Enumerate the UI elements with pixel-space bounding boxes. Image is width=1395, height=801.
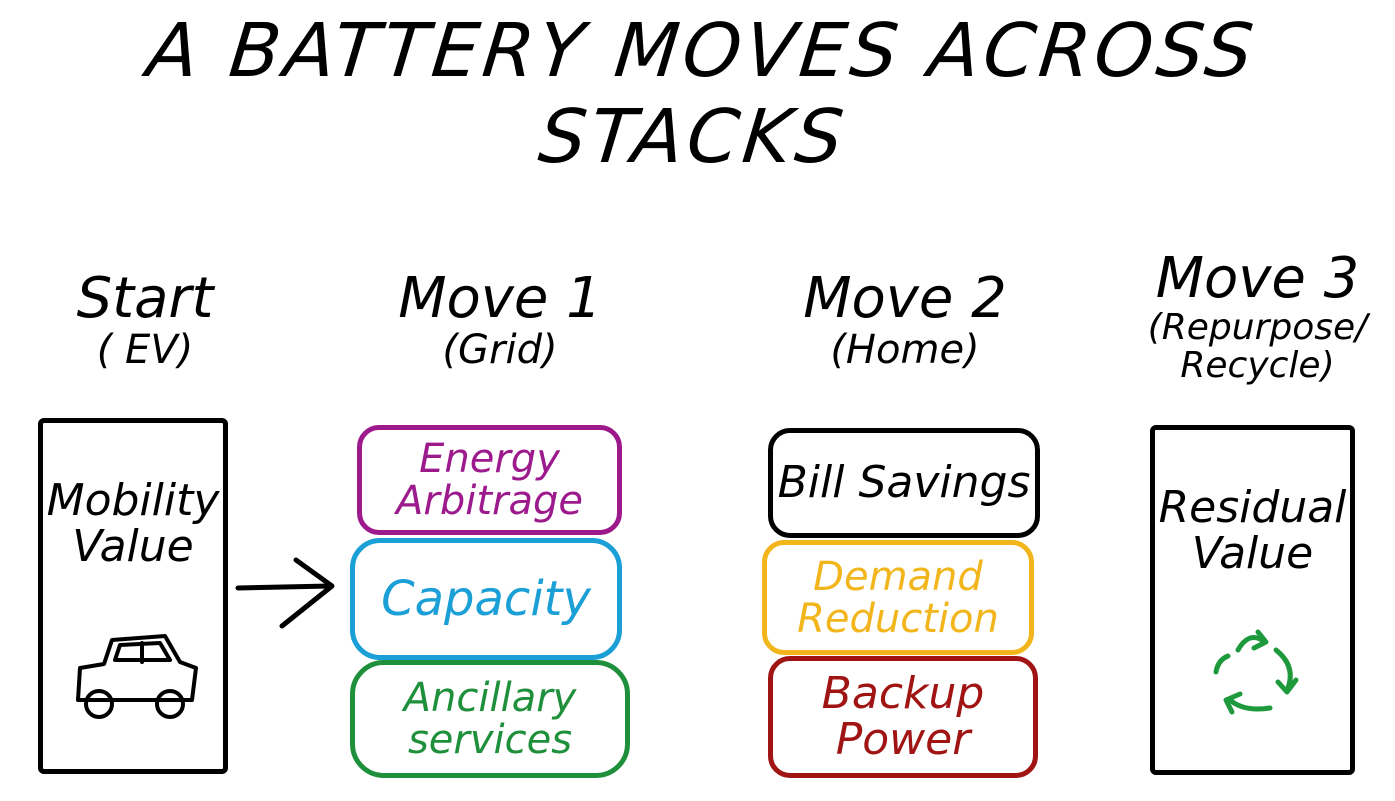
reduction-label: Reduction [797, 595, 999, 642]
move1-heading-label: Move 1 [398, 266, 602, 331]
residual-value-label: Value [1191, 528, 1314, 580]
car-icon [76, 634, 198, 719]
capacity-box: Capacity [350, 538, 622, 660]
start-heading-label: Start [76, 266, 214, 331]
move1-subheading-label: (Grid) [442, 326, 558, 373]
demand-label: Demand [813, 553, 983, 600]
services-label: services [407, 717, 573, 763]
residual-label: Residual [1158, 482, 1347, 533]
energy-arbitrage-box: Energy Arbitrage [357, 425, 622, 535]
mobility-value-box: Mobility Value [38, 418, 228, 774]
backup-power-box: Backup Power [768, 656, 1038, 778]
backup-label: Backup [821, 667, 985, 719]
recycle-icon [1213, 629, 1299, 715]
start-subheading-label: ( EV) [96, 326, 194, 373]
move2-subheading-label: (Home) [830, 326, 980, 373]
demand-reduction-box: Demand Reduction [762, 540, 1034, 655]
residual-value-box: Residual Value [1150, 425, 1355, 775]
ancillary-label: Ancillary [403, 675, 577, 721]
capacity-label: Capacity [381, 570, 591, 627]
bill-savings-box: Bill Savings [768, 428, 1040, 538]
arbitrage-label: Arbitrage [396, 478, 583, 524]
move1-heading: Move 1 (Grid) [395, 266, 605, 373]
arrow-right-icon [235, 557, 335, 629]
move3-subheading-line2: Recycle) [1180, 344, 1335, 386]
move3-subheading-line1: (Repurpose/ [1147, 306, 1368, 348]
move3-heading-label: Move 3 [1155, 246, 1360, 311]
value-label: Value [72, 521, 194, 573]
ancillary-services-box: Ancillary services [350, 660, 630, 778]
move2-heading: Move 2 (Home) [800, 266, 1010, 373]
bill-savings-label: Bill Savings [777, 456, 1031, 508]
move3-heading: Move 3 (Repurpose/ Recycle) [1125, 246, 1390, 386]
mobility-label: Mobility [46, 475, 220, 526]
power-label: Power [835, 714, 971, 765]
start-heading: Start ( EV) [50, 266, 240, 373]
move2-heading-label: Move 2 [803, 266, 1007, 331]
energy-label: Energy [419, 436, 560, 482]
